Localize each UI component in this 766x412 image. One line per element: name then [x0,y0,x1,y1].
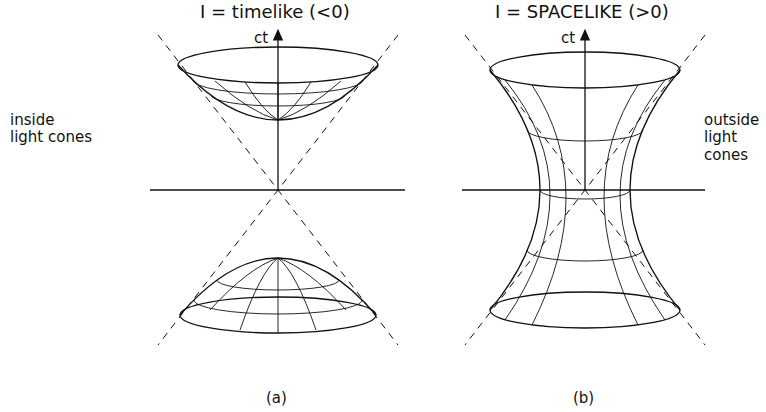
spacelike-panel [462,34,705,345]
region-note: inside light cones [10,112,92,147]
axis-label: ct [561,30,575,47]
panel-letter: (b) [573,390,594,407]
axis-label: ct [254,30,268,47]
region-note: outside light cones [704,112,762,164]
timelike-panel [150,34,405,345]
panel-letter: (a) [266,390,287,407]
panel-title: I = SPACELIKE (>0) [495,2,669,23]
panel-title: I = timelike (<0) [200,2,350,23]
